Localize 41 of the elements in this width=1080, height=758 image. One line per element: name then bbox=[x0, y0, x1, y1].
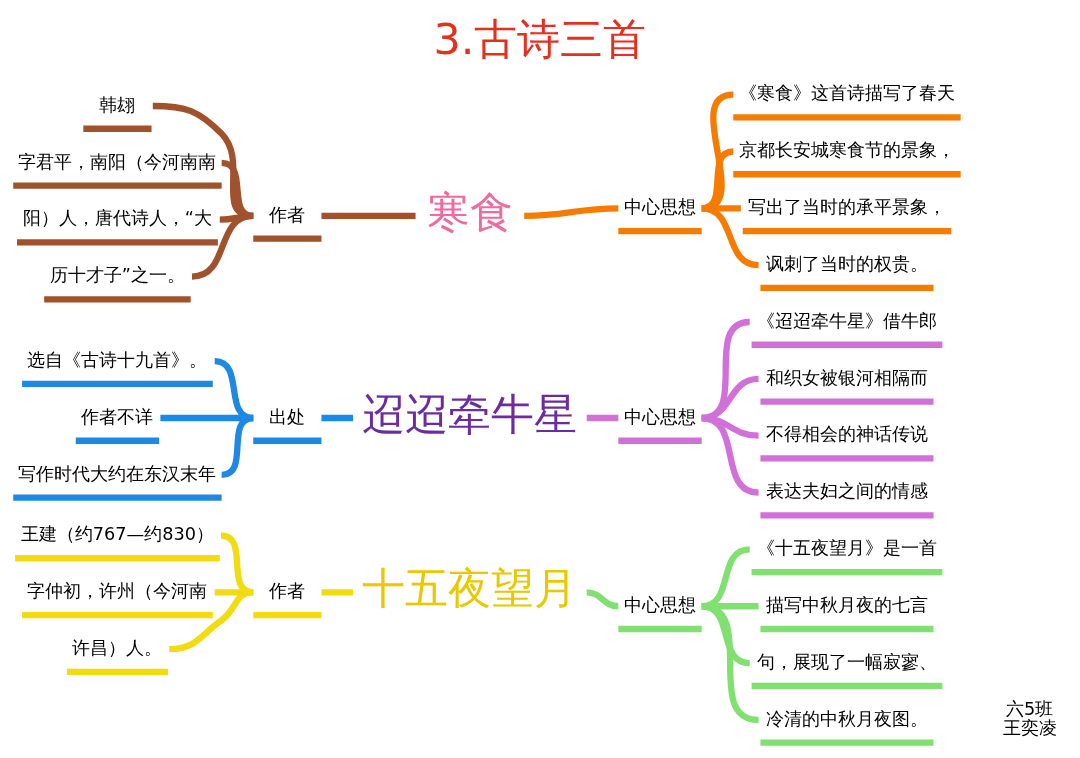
node-text: 写作时代大约在东汉末年 bbox=[18, 463, 217, 484]
node-text: 和织女被银河相隔而 bbox=[765, 367, 928, 388]
node-text: 冷清的中秋月夜图。 bbox=[765, 708, 928, 729]
node-text: 句，展现了一幅寂寥、 bbox=[756, 651, 937, 672]
node-text: 作者 bbox=[269, 204, 306, 225]
node-text: 选自《古诗十九首》。 bbox=[27, 349, 208, 370]
node-text: 十五夜望月 bbox=[362, 564, 578, 612]
node-text: 《迢迢牵牛星》借牛郎 bbox=[756, 310, 937, 331]
node-text: 表达夫妇之间的情感 bbox=[765, 480, 928, 501]
node-text: 许昌）人。 bbox=[72, 637, 163, 658]
diagram-title: 3.古诗三首 bbox=[433, 13, 647, 64]
node-text: 《十五夜望月》是一首 bbox=[756, 537, 937, 558]
node-text: 韩翃 bbox=[99, 94, 136, 115]
connector bbox=[169, 588, 254, 652]
connector bbox=[321, 212, 416, 219]
node-text: 字君平，南阳（今河南南 bbox=[18, 151, 217, 172]
connector bbox=[524, 204, 619, 219]
node-text: 京都长安城寒食节的景象， bbox=[738, 139, 955, 160]
node-text: 迢迢牵牛星 bbox=[362, 390, 578, 438]
node-text: 出处 bbox=[269, 406, 306, 427]
node-text: 寒食 bbox=[426, 188, 513, 236]
node-text: 阳）人，唐代诗人，“大 bbox=[22, 207, 213, 228]
node-text: 写出了当时的承平景象， bbox=[747, 196, 946, 217]
node-text: 历十才子”之一。 bbox=[49, 264, 186, 285]
node-text: 王建（约767—约830） bbox=[20, 523, 215, 544]
label: 王奕凌 bbox=[1002, 717, 1057, 738]
node-text: 《寒食》这首诗描写了春天 bbox=[738, 82, 955, 103]
connector bbox=[321, 588, 354, 595]
node-text: 不得相会的神话传说 bbox=[765, 423, 928, 444]
node-text: 中心思想 bbox=[624, 406, 697, 427]
node-text: 描写中秋月夜的七言 bbox=[765, 594, 928, 615]
connector bbox=[321, 414, 354, 421]
label: 六5班 bbox=[1005, 698, 1054, 719]
node-text: 字仲初，许州（今河南 bbox=[27, 580, 208, 601]
node-text: 中心思想 bbox=[624, 594, 697, 615]
node-text: 讽刺了当时的权贵。 bbox=[765, 253, 928, 274]
node-text: 作者不详 bbox=[81, 406, 154, 427]
connector bbox=[586, 414, 619, 421]
connector bbox=[586, 588, 619, 609]
node-text: 作者 bbox=[269, 580, 306, 601]
node-text: 中心思想 bbox=[624, 196, 697, 217]
